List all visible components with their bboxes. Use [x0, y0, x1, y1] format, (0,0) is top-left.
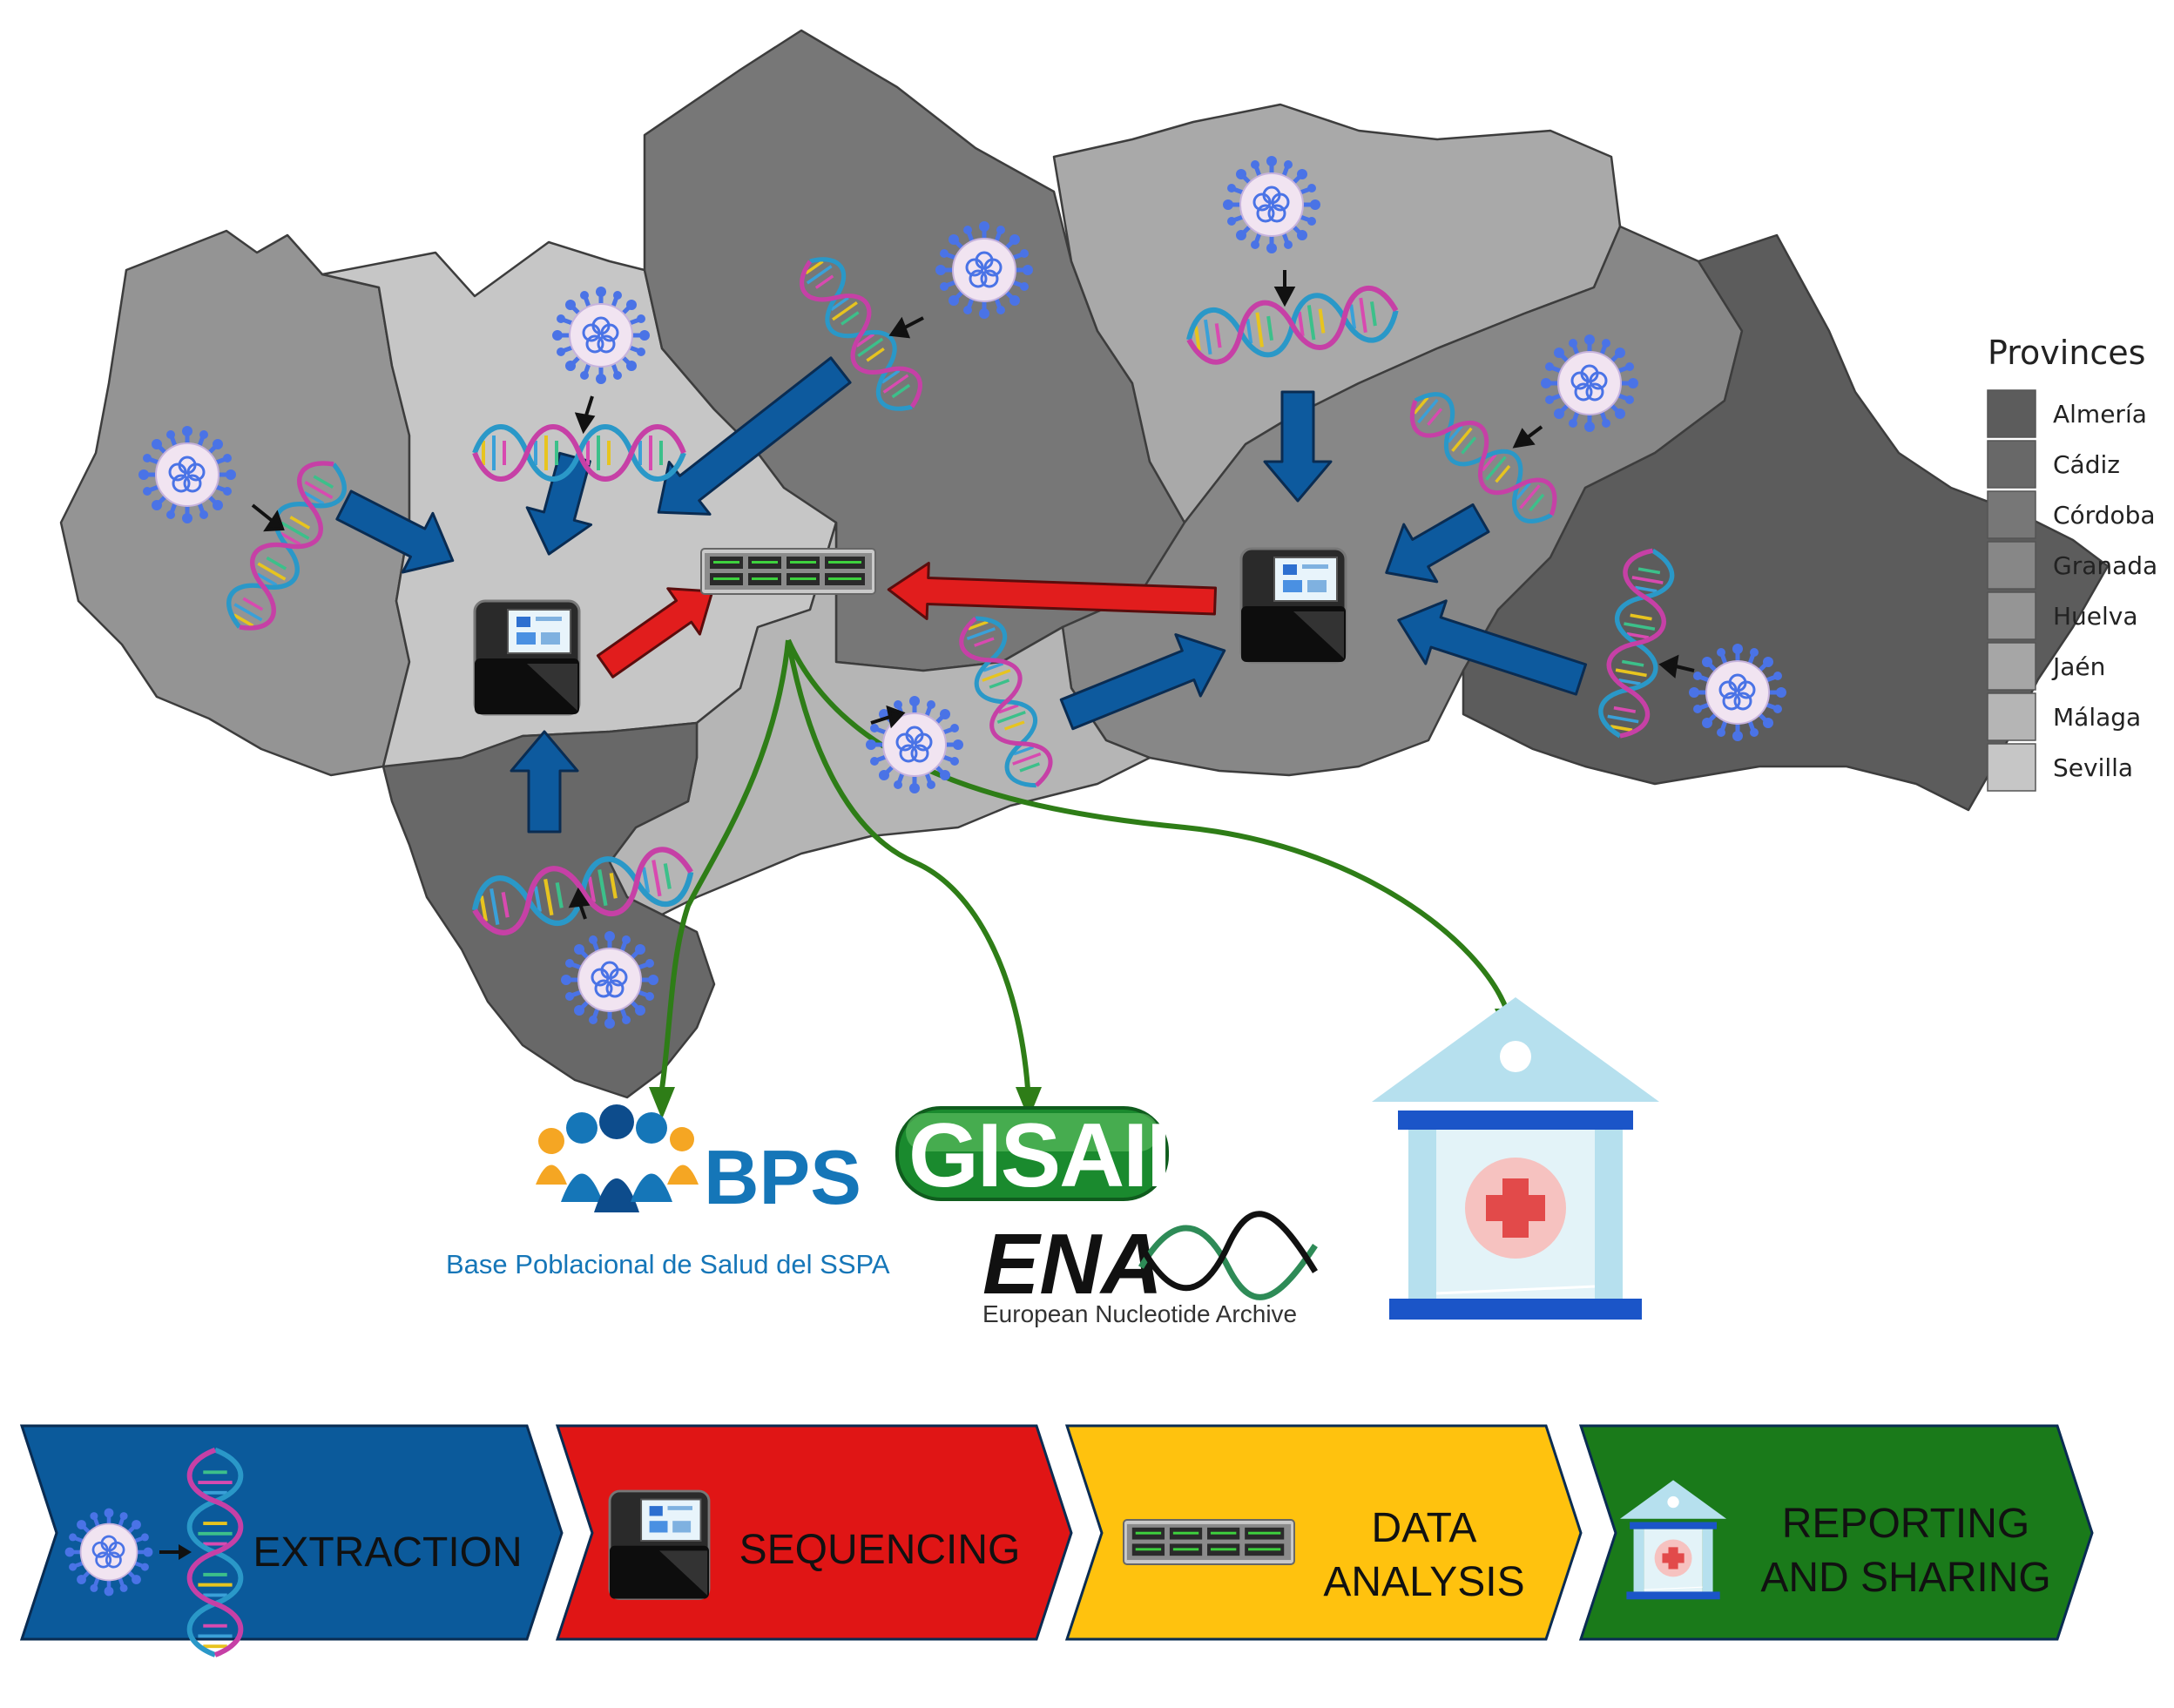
sequencer-icon-west: [473, 599, 581, 716]
step-label-line: DATA: [1372, 1505, 1477, 1551]
legend-title: Provinces: [1988, 334, 2145, 372]
legend-swatch: [1987, 541, 2036, 590]
coronavirus-icon-granada: [1541, 334, 1638, 432]
people-icon: [536, 1104, 699, 1212]
ena-logo: ENA European Nucleotide Archive: [982, 1211, 1318, 1327]
flow-arrow-huelva: [335, 489, 455, 574]
legend-swatch: [1987, 591, 2036, 640]
bps-logo: BPS Base Poblacional de Salud del SSPA: [446, 1104, 890, 1279]
coronavirus-icon-sevilla: [552, 287, 650, 384]
ena-logo-subtitle: European Nucleotide Archive: [982, 1300, 1297, 1327]
coronavirus-icon-malaga: [866, 696, 963, 793]
arrowhead-bps: [649, 1087, 675, 1119]
step-extraction-shape: [19, 1424, 564, 1641]
flow-arrow-granada: [1385, 503, 1490, 584]
hospital-icon: [1370, 996, 1661, 1321]
legend-label: Málaga: [2053, 703, 2141, 732]
step-label-reporting-sharing: REPORTING AND SHARING: [1760, 1501, 2050, 1601]
legend-swatch: [1987, 440, 2036, 489]
flow-arrow-cadiz: [510, 730, 579, 834]
legend-label: Sevilla: [2053, 753, 2133, 782]
legend-label: Granada: [2053, 551, 2157, 580]
sharing-arrows: [659, 638, 1509, 1090]
data-transfer-arrows: [596, 562, 1218, 678]
legend-swatch: [1987, 692, 2036, 741]
step-label-line: ANALYSIS: [1323, 1559, 1524, 1605]
sequencer-icon-east: [1239, 547, 1347, 664]
legend-swatch: [1987, 743, 2036, 792]
gisaid-logo-name: GISAID: [908, 1105, 1210, 1206]
legend-swatch: [1987, 389, 2036, 438]
coronavirus-icon-almeria: [1689, 644, 1786, 741]
arrowhead-gisaid: [1016, 1087, 1042, 1119]
flow-arrow-jaen: [1263, 390, 1333, 503]
coronavirus-icon-cordoba: [935, 221, 1033, 319]
bps-logo-subtitle: Base Poblacional de Salud del SSPA: [446, 1249, 890, 1279]
coronavirus-icon-huelva: [138, 426, 236, 523]
step-label-line: SEQUENCING: [739, 1527, 1021, 1573]
step-label-line: EXTRACTION: [253, 1529, 522, 1576]
transfer-arrow-east: [887, 562, 1218, 620]
virus-to-dna-pointers: [251, 270, 1695, 920]
province-almeria: [1462, 233, 2110, 812]
province-legend: Provinces AlmeríaCádizCórdobaGranadaHuel…: [1987, 334, 2157, 792]
ena-helix-icon: [1138, 1211, 1318, 1300]
legend-label: Cádiz: [2053, 450, 2120, 479]
share-arrow-gisaid: [786, 639, 1030, 1090]
legend-swatch: [1987, 490, 2036, 539]
step-analysis-shape: [1064, 1424, 1583, 1641]
pipeline-banner: EXTRACTION SEQUENCING DATA ANALYSIS REPOR…: [19, 1424, 2094, 1655]
coronavirus-icon-cadiz: [561, 931, 658, 1029]
share-arrow-bps: [659, 639, 791, 1090]
server-rack-icon-step: [1123, 1519, 1295, 1565]
sequencer-icon-step: [608, 1489, 711, 1600]
flow-arrow-malaga: [1059, 633, 1226, 731]
server-rack-icon: [700, 548, 876, 595]
coronavirus-icon-step: [65, 1509, 153, 1597]
step-label-line: REPORTING: [1782, 1501, 2029, 1547]
legend-swatch: [1987, 642, 2036, 691]
andalusia-map: [59, 29, 2110, 1099]
bps-logo-name: BPS: [704, 1134, 861, 1220]
step-pointer-arrow: [159, 1544, 192, 1560]
step-label-extraction: EXTRACTION: [253, 1529, 522, 1576]
flow-arrow-almeria: [1397, 599, 1588, 696]
share-arrow-hospital: [786, 638, 1509, 1012]
step-label-line: AND SHARING: [1760, 1555, 2050, 1601]
legend-label: Huelva: [2053, 602, 2138, 631]
step-label-data-analysis: DATA ANALYSIS: [1323, 1505, 1524, 1605]
legend-label: Córdoba: [2053, 501, 2156, 530]
sample-flow-arrows: [335, 356, 1588, 834]
gisaid-logo: GISAID: [895, 1105, 1212, 1206]
sharing-arrowheads: [649, 1009, 1521, 1119]
step-label-sequencing: SEQUENCING: [739, 1527, 1021, 1573]
coronavirus-icon-jaen: [1223, 156, 1320, 253]
flow-arrow-cordoba: [657, 356, 852, 516]
ena-logo-name: ENA: [982, 1216, 1163, 1312]
legend-label: Jaén: [2051, 652, 2105, 681]
transfer-arrow-west: [596, 587, 714, 678]
legend-label: Almería: [2053, 400, 2147, 429]
